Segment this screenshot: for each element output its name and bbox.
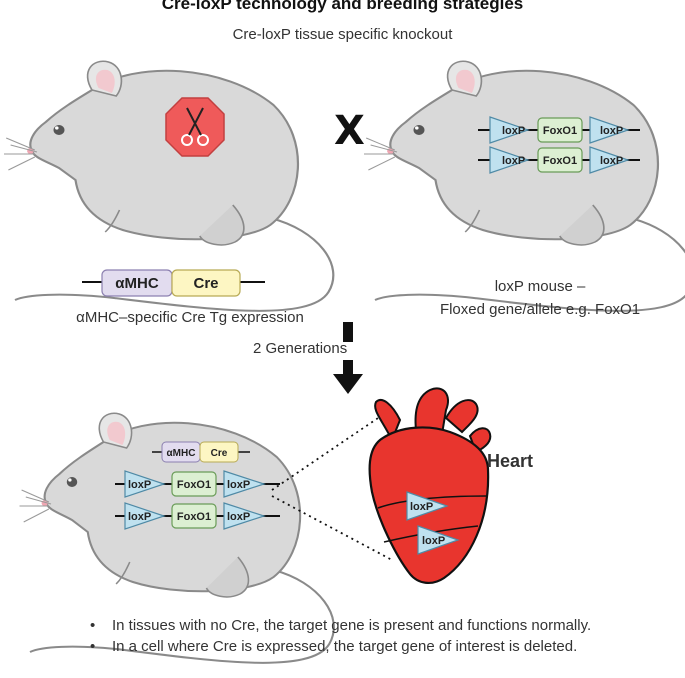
loxp-label: loxP [600,125,623,137]
loxp-label: loxP [600,155,623,167]
loxp-label: loxP [128,511,151,523]
floxed-allele-bottom [478,146,640,174]
loxp-label: loxP [502,125,525,137]
foxo1-label: FoxO1 [543,125,577,137]
bullet-list: In tissues with no Cre, the target gene … [90,615,680,657]
down-arrow-icon [333,322,363,394]
figure-subtitle: Cre-loxP tissue specific knockout [232,26,453,43]
cre-label: Cre [193,275,218,292]
loxp-label: loxP [502,155,525,167]
loxp-mouse [362,60,685,312]
heart-loxp-label: loxP [410,501,433,513]
loxp-label: loxP [227,511,250,523]
heart-loxp-label: loxP [422,535,445,547]
foxo1-label: FoxO1 [177,479,211,491]
amhc-label: αMHC [115,275,159,292]
amhc-label: αMHC [167,448,196,459]
loxp-mouse-caption-line1: loxP mouse – [494,278,586,295]
zoom-lines [271,417,393,561]
heart-label: Heart [487,451,534,471]
heart-icon [368,387,492,584]
cre-label: Cre [211,448,228,459]
bullet-item: In tissues with no Cre, the target gene … [90,615,680,636]
cre-construct [82,269,265,297]
offspring-allele-top [115,470,280,498]
offspring-allele-bottom [115,502,280,530]
loxp-mouse-caption-line2: Floxed gene/allele e.g. FoxO1 [439,301,641,318]
loxp-label: loxP [128,479,151,491]
cross-symbol: X [334,108,365,154]
floxed-allele-top [478,116,640,144]
foxo1-label: FoxO1 [543,155,577,167]
bullet-item: In a cell where Cre is expressed, the ta… [90,636,680,657]
figure-title: Cre-loxP technology and breeding strateg… [161,0,524,13]
cre-mouse-caption: αMHC–specific Cre Tg expression [76,309,304,326]
foxo1-label: FoxO1 [177,511,211,523]
loxp-label: loxP [227,479,250,491]
offspring-cre-construct [152,441,250,463]
generations-label: 2 Generations [253,340,348,357]
scissors-icon [165,97,225,157]
